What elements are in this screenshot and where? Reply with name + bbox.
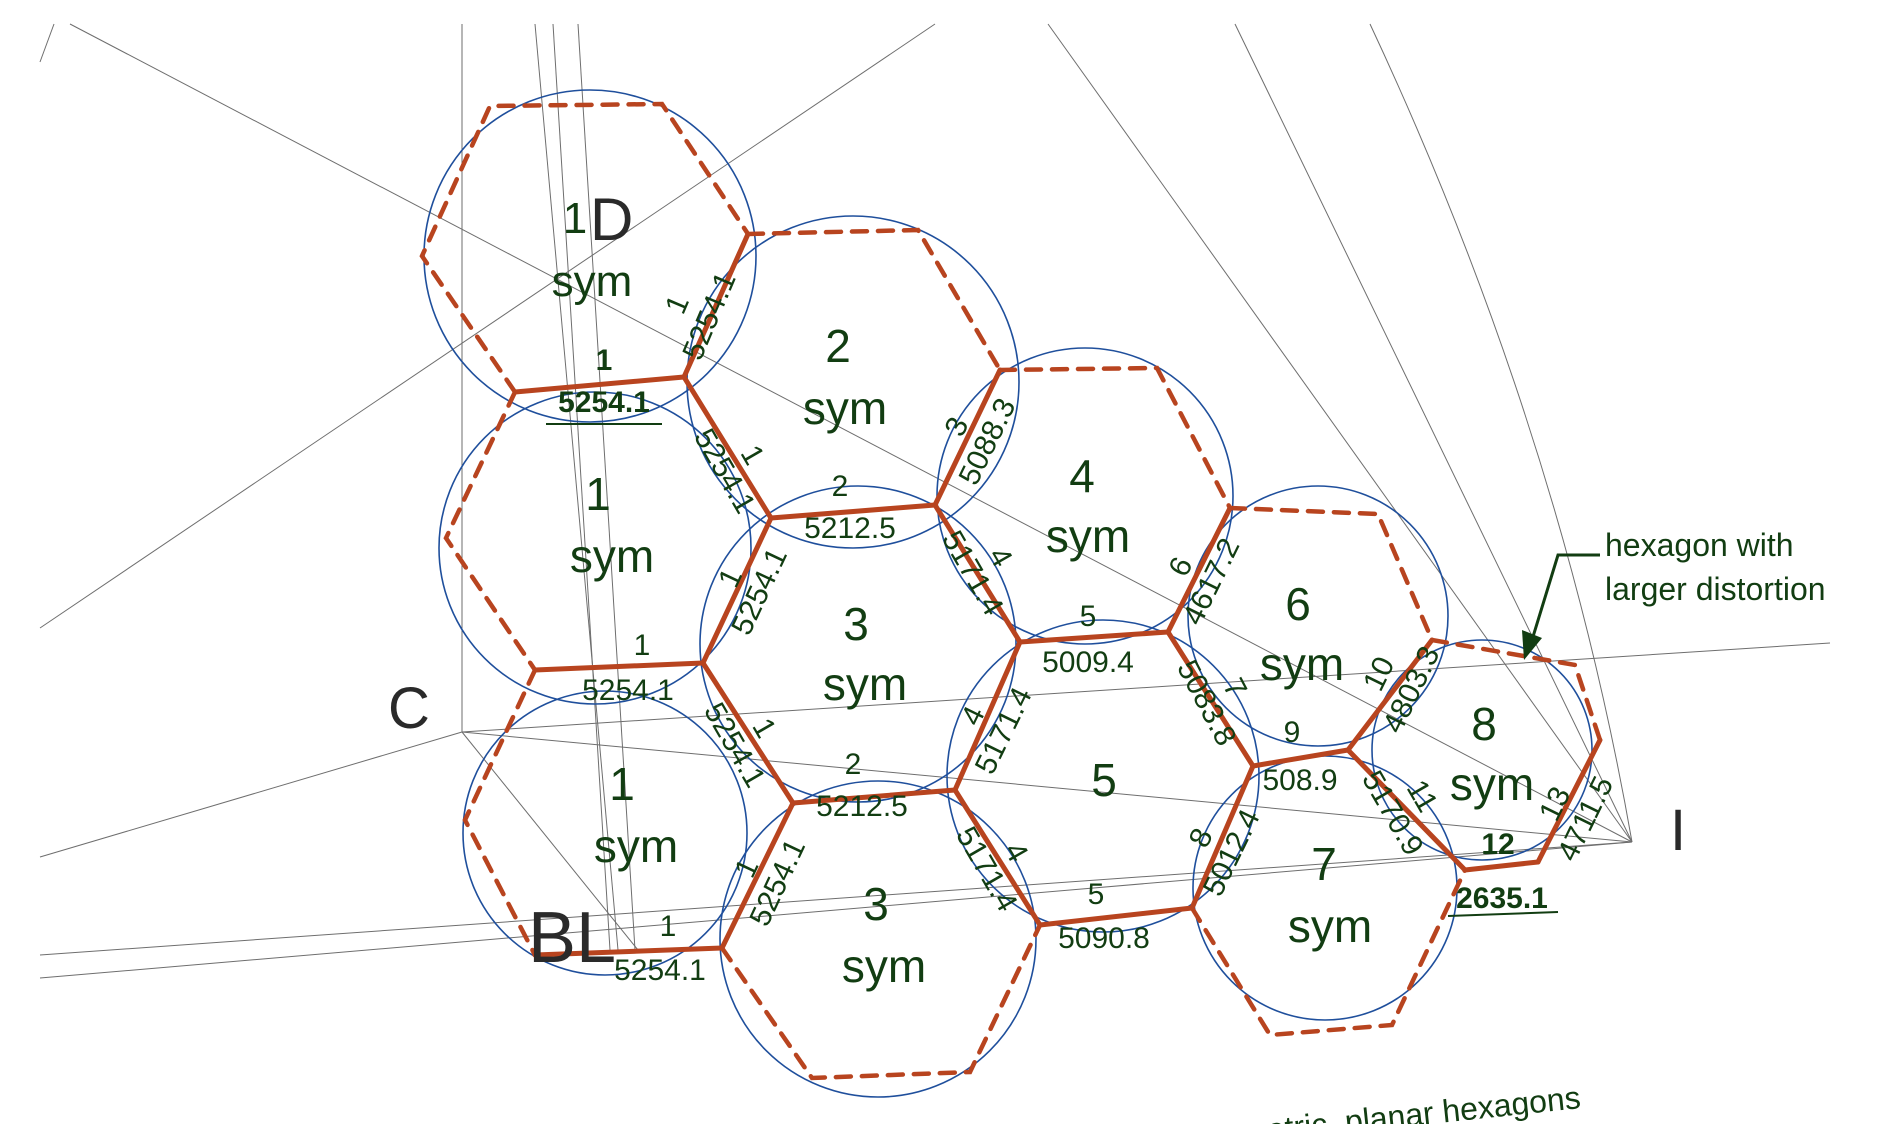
- hex-sym-label: sym: [594, 820, 678, 872]
- hexagon-outlines: [419, 101, 1603, 1081]
- edge-number: 9: [1284, 716, 1301, 749]
- hex-sym-label: sym: [823, 658, 907, 710]
- hex-sym-label: sym: [842, 940, 926, 992]
- hex-number: 7: [1311, 838, 1337, 890]
- edge-number: 1: [596, 344, 613, 377]
- edge-label: 1 5254.1: [687, 423, 770, 519]
- edge-label: 12 2635.1: [1447, 828, 1559, 917]
- edge-label: 1 5254.1: [729, 834, 813, 931]
- edge-length: 5009.4: [1042, 646, 1134, 679]
- hex-sym-label: sym: [552, 257, 633, 306]
- edge-labels: 1 5254.1 1 5254.1 1 5254.1 1 5254.1 1 52…: [546, 267, 1620, 987]
- edge-label: 5 5090.8: [1058, 878, 1150, 955]
- edge-length-underline: [1447, 911, 1559, 917]
- edge-length: 508.9: [1262, 764, 1337, 797]
- hexagon-labels: 1 sym 1 sym 1 sym 2 sym 3 sym 3 sym 4 sy…: [552, 194, 1534, 992]
- edge-length: 5212.5: [816, 790, 908, 823]
- point-label-d: D: [590, 186, 633, 253]
- edge-length: 5212.5: [804, 512, 896, 545]
- edge-label: 9 508.9: [1262, 716, 1337, 797]
- edge-label: 4 5171.4: [949, 821, 1034, 917]
- edge-length: 5090.8: [1058, 922, 1150, 955]
- hex-number: 8: [1471, 698, 1497, 750]
- annotation-line-1: hexagon with: [1605, 527, 1794, 563]
- edge-length: 2635.1: [1456, 882, 1548, 915]
- annotation-arrowhead: [1522, 630, 1542, 660]
- edge-number: 12: [1481, 828, 1514, 861]
- edge-number: 5: [1080, 600, 1097, 633]
- hex-number: 2: [825, 320, 851, 372]
- edge-label: 2 5212.5: [804, 470, 896, 545]
- edge-length: 5083.8: [1170, 655, 1242, 752]
- hex-number: 1: [609, 758, 635, 810]
- edge-number: 3: [939, 412, 976, 441]
- edge-label: 5 5009.4: [1042, 600, 1134, 679]
- hex-number: 3: [843, 598, 869, 650]
- edge-length: 4617.2: [1177, 533, 1247, 630]
- edge-number: 1: [634, 629, 651, 662]
- hex-number: 4: [1069, 450, 1095, 502]
- edge-label: 1 5254.1: [697, 697, 782, 793]
- hex-number: 1: [585, 468, 611, 520]
- edge-length: 5171.4: [949, 821, 1023, 917]
- edge-number: 2: [832, 470, 849, 503]
- point-label-c: C: [388, 676, 430, 741]
- edge-label: 4 5171.4: [955, 682, 1039, 779]
- edge-label: 6 4617.2: [1163, 533, 1247, 630]
- hex-sym-label: sym: [803, 382, 887, 434]
- hex-sym-label: sym: [570, 530, 654, 582]
- edge-length: 5254.1: [582, 674, 674, 707]
- edge-number: 6: [1163, 552, 1200, 581]
- edge-label: 1 5254.1: [614, 910, 706, 987]
- hex-sym-label: sym: [1450, 758, 1534, 810]
- edge-number: 8: [1183, 823, 1220, 852]
- edge-label: 1 5254.1: [546, 344, 662, 425]
- point-label-i: I: [1670, 798, 1686, 863]
- edge-length: 5254.1: [558, 386, 650, 419]
- hex-number: 5: [1091, 754, 1117, 806]
- edge-length: 5254.1: [697, 697, 771, 793]
- footer-caption: ...al symmetric, planar hexagons: [1120, 1079, 1582, 1124]
- edge-number: 1: [659, 291, 696, 319]
- distortion-annotation: hexagon with larger distortion: [1522, 527, 1826, 660]
- edge-label: 1 5254.1: [582, 629, 674, 707]
- edge-label: 11 5170.9: [1355, 765, 1444, 861]
- annotation-line-2: larger distortion: [1605, 571, 1826, 607]
- hex-sym-label: sym: [1046, 510, 1130, 562]
- hex-number: 1: [563, 194, 587, 243]
- edge-length: 5254.1: [687, 423, 761, 519]
- edge-label: 3 5088.3: [939, 393, 1023, 490]
- hex-sym-label: sym: [1288, 900, 1372, 952]
- edge-label: 2 5212.5: [816, 748, 908, 823]
- construction-lines: [39, 23, 1831, 979]
- edge-number: 1: [660, 910, 677, 943]
- point-label-bl: BL: [528, 898, 616, 978]
- edge-number: 2: [845, 748, 862, 781]
- edge-number: 1: [729, 854, 766, 883]
- edge-number: 5: [1088, 878, 1105, 911]
- annotation-leader-line: [1530, 553, 1600, 641]
- hex-sym-label: sym: [1260, 638, 1344, 690]
- hex-number: 3: [863, 878, 889, 930]
- edge-length: 5012.4: [1197, 804, 1267, 901]
- edge-length: 5254.1: [614, 954, 706, 987]
- hex-number: 6: [1285, 578, 1311, 630]
- edge-number: 4: [955, 701, 992, 730]
